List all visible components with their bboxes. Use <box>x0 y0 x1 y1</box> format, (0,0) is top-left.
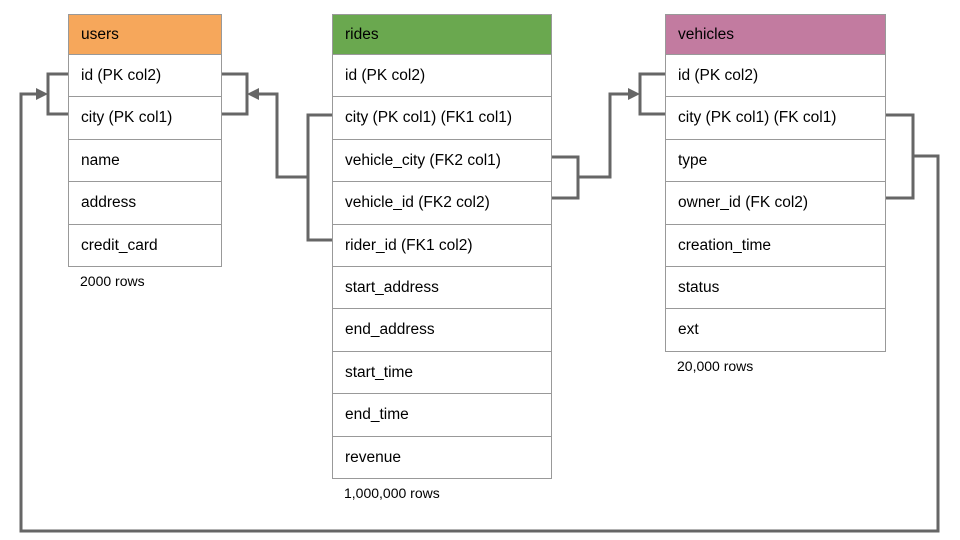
table-columns-vehicles: id (PK col2)city (PK col1) (FK col1)type… <box>666 54 885 351</box>
fk1-connector-line <box>258 92 308 179</box>
table-row: vehicle_city (FK2 col1) <box>333 138 551 182</box>
fk-users-bracket <box>46 72 68 116</box>
fk1-users-bracket <box>222 72 249 116</box>
table-columns-rides: id (PK col2)city (PK col1) (FK1 col1)veh… <box>333 54 551 478</box>
table-row: vehicle_id (FK2 col2) <box>333 181 551 224</box>
table-row: city (PK col1) <box>69 96 221 139</box>
fk-vehicles-bracket <box>886 113 915 200</box>
row-count-rides: 1,000,000 rows <box>344 484 440 501</box>
fk2-vehicles-bracket <box>638 72 665 116</box>
table-row: start_time <box>333 350 551 394</box>
table-row: ext <box>666 308 885 351</box>
table-row: type <box>666 138 885 182</box>
row-count-vehicles: 20,000 rows <box>677 357 754 374</box>
table-row: credit_card <box>69 223 221 266</box>
table-header-users: users <box>69 15 221 54</box>
table-row: id (PK col2) <box>333 54 551 97</box>
table-rides: rides id (PK col2)city (PK col1) (FK1 co… <box>332 14 552 501</box>
table-row: rider_id (FK1 col2) <box>333 223 551 266</box>
fk-connector-line <box>19 92 940 533</box>
table-row: city (PK col1) (FK1 col1) <box>333 96 551 139</box>
table-row: end_time <box>333 393 551 436</box>
fk2-arrowhead-icon <box>628 88 640 100</box>
fk1-arrowhead-icon <box>247 88 259 100</box>
table-vehicles: vehicles id (PK col2)city (PK col1) (FK … <box>665 14 886 374</box>
table-row: address <box>69 181 221 224</box>
fk1-rides-users-connector <box>222 72 332 242</box>
table-row: end_address <box>333 308 551 351</box>
table-row: status <box>666 265 885 309</box>
table-row: city (PK col1) (FK col1) <box>666 96 885 139</box>
fk-arrowhead-icon <box>36 88 48 100</box>
table-header-vehicles: vehicles <box>666 15 885 54</box>
table-row: owner_id (FK col2) <box>666 181 885 224</box>
table-row: start_address <box>333 265 551 309</box>
table-row: id (PK col2) <box>69 54 221 97</box>
table-header-rides: rides <box>333 15 551 54</box>
fk-vehicles-users-connector <box>19 72 940 533</box>
table-row: revenue <box>333 435 551 478</box>
fk2-rides-vehicles-connector <box>552 72 665 200</box>
fk2-connector-line <box>578 92 629 179</box>
table-row: name <box>69 138 221 182</box>
row-count-users: 2000 rows <box>80 272 145 289</box>
table-row: id (PK col2) <box>666 54 885 97</box>
fk1-rides-bracket <box>306 113 332 242</box>
fk2-rides-bracket <box>552 155 580 200</box>
table-row: creation_time <box>666 223 885 266</box>
